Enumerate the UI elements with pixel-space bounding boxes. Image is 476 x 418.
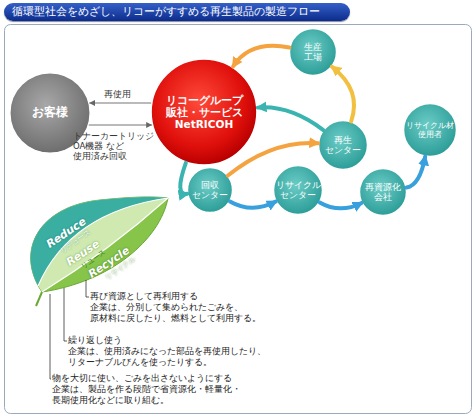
- flow-circle: リサイクル材 使用者: [403, 103, 457, 157]
- circle-fill: [151, 59, 257, 165]
- flow-arrow: [230, 201, 276, 207]
- circle-label: お客様: [32, 106, 68, 120]
- circle-fill: [319, 121, 368, 170]
- circle-fill: [359, 168, 406, 215]
- note-body: 企業は、使用済みになった部品を再使用したり、 リターナブルびんを使ったりする。: [68, 346, 273, 367]
- circle-label: リサイクル材 使用者: [404, 121, 456, 139]
- flow-circle: 再資源化 会社: [359, 168, 407, 216]
- circle-fill: [187, 167, 232, 212]
- leaf-recycle-band: [31, 197, 168, 292]
- leader-line: [64, 288, 67, 341]
- circle-fill: [10, 73, 90, 153]
- leaf-reuse-band: [31, 197, 168, 292]
- leader-line: [86, 280, 89, 297]
- edge-label: 再使用: [104, 89, 131, 100]
- note-body: 企業は、分別して集められたごみを、 原材料に戻したり、燃料として利用する。: [90, 302, 280, 323]
- flow-circle: リコーグループ 販社・サービス NetRICOH: [150, 58, 258, 166]
- circle-fill: [274, 166, 323, 215]
- flow-arrow: [233, 46, 289, 67]
- flow-arrow: [332, 67, 354, 122]
- note-heading: 繰り返し使う: [68, 335, 122, 346]
- flow-arrow: [90, 102, 151, 103]
- flow-circle: 再生 センター: [318, 120, 368, 170]
- flow-arrow: [180, 163, 187, 194]
- edge-label: トナーカートリッジ OA機器 など 使用済み回収: [73, 131, 163, 162]
- circle-label: 回収 センター: [190, 180, 230, 201]
- flow-arrow: [407, 157, 426, 188]
- leaf-vein: [38, 198, 168, 286]
- title-bar: 循環型社会をめざし、リコーがすすめる再生製品の製造フロー: [4, 3, 350, 21]
- flow-circle: 生産 工場: [289, 28, 337, 76]
- circle-label: 再生 センター: [323, 135, 363, 156]
- leaf-reduce-band: [31, 197, 168, 292]
- circle-label: 再資源化 会社: [363, 182, 403, 203]
- flow-circle: リサイクル センター: [273, 165, 323, 215]
- flow-arrow: [89, 124, 151, 125]
- flow-arrow: [320, 202, 362, 208]
- leaf-stem: [36, 292, 42, 306]
- note-heading: 再び資源として再利用する: [90, 291, 198, 302]
- flow-circle: 回収 センター: [187, 167, 233, 213]
- leaf-vein: [42, 198, 168, 292]
- flow-arrow: [258, 107, 323, 130]
- note-heading: 物を大切に使い、ごみを出さないようにする: [52, 373, 232, 384]
- note-body: 企業は、製品を作る段階で省資源化・軽量化・ 長期使用化などに取り組む。: [52, 384, 262, 405]
- title-text: 循環型社会をめざし、リコーがすすめる再生製品の製造フロー: [12, 5, 320, 18]
- circle-label: リコーグループ 販社・サービス NetRICOH: [162, 94, 246, 130]
- leader-line: [50, 294, 51, 379]
- circle-label: 生産 工場: [302, 42, 324, 63]
- circle-label: リサイクル センター: [274, 180, 322, 201]
- circle-fill: [289, 28, 336, 75]
- content-frame: [5, 25, 472, 414]
- circle-fill: [404, 104, 457, 157]
